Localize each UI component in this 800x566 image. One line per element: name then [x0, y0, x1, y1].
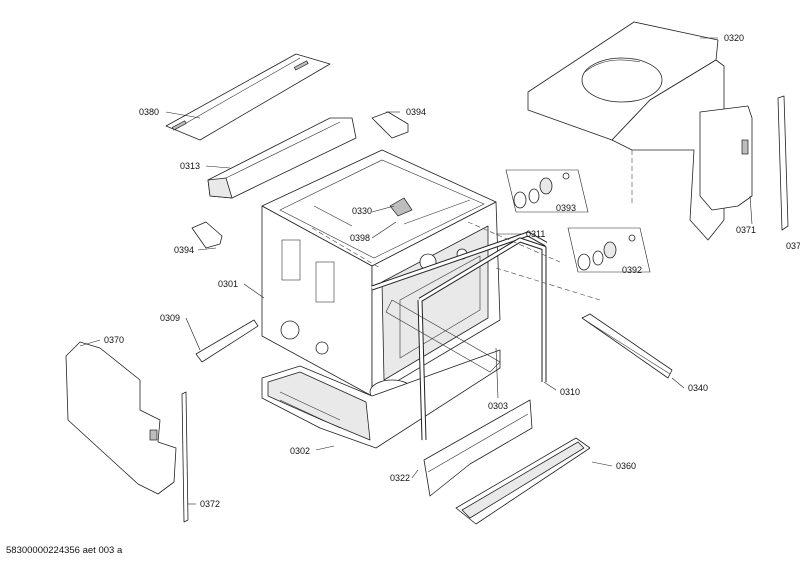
part-0394-clip-top: [371, 111, 409, 139]
part-037x-edge-strip: [777, 95, 789, 231]
part-0320-insulation-top: [527, 21, 725, 241]
part-0313-rail: [207, 117, 357, 199]
label-0393: 0393: [556, 203, 576, 213]
label-0330: 0330: [352, 206, 372, 216]
part-0310-gasket-frame: [417, 237, 547, 441]
label-0392: 0392: [622, 265, 642, 275]
part-0340-rail: [581, 313, 673, 379]
part-0360-bottom-rail: [455, 437, 591, 525]
label-0302: 0302: [290, 446, 310, 456]
label-0394-left: 0394: [174, 245, 194, 255]
part-0372-strip: [181, 391, 189, 523]
part-0392-connector: [567, 227, 651, 273]
label-0301: 0301: [218, 279, 238, 289]
document-id-footer: 58300000224356 aet 003 a: [6, 545, 123, 556]
label-0310: 0310: [560, 387, 580, 397]
part-0370-side-insulation: [65, 341, 177, 495]
label-0320: 0320: [724, 33, 744, 43]
label-0303: 0303: [488, 401, 508, 411]
part-0393-connector: [505, 169, 589, 213]
label-0340: 0340: [688, 383, 708, 393]
label-037-cut: 037: [786, 241, 800, 251]
part-0302-base: [261, 349, 501, 449]
part-0309-bracket: [195, 319, 259, 363]
part-0322-kick-insulation: [423, 399, 533, 497]
part-0303-sill: [385, 299, 501, 373]
part-0380-top-plate: [165, 53, 331, 141]
label-0372: 0372: [200, 499, 220, 509]
label-0370: 0370: [104, 335, 124, 345]
part-0301-tub: [261, 149, 501, 405]
part-0394-clip-left: [191, 221, 223, 249]
label-0309: 0309: [160, 313, 180, 323]
leader-lines: [79, 37, 753, 505]
label-0322: 0322: [390, 473, 410, 483]
part-0371-side-panel: [631, 105, 753, 211]
label-0394-top: 0394: [406, 107, 426, 117]
label-0398: 0398: [350, 233, 370, 243]
label-0371: 0371: [736, 225, 756, 235]
label-0360: 0360: [616, 461, 636, 471]
label-0380: 0380: [139, 107, 159, 117]
label-0311: 0311: [526, 229, 545, 239]
label-0313: 0313: [180, 161, 200, 171]
part-0311-gasket-upper: [371, 231, 548, 291]
